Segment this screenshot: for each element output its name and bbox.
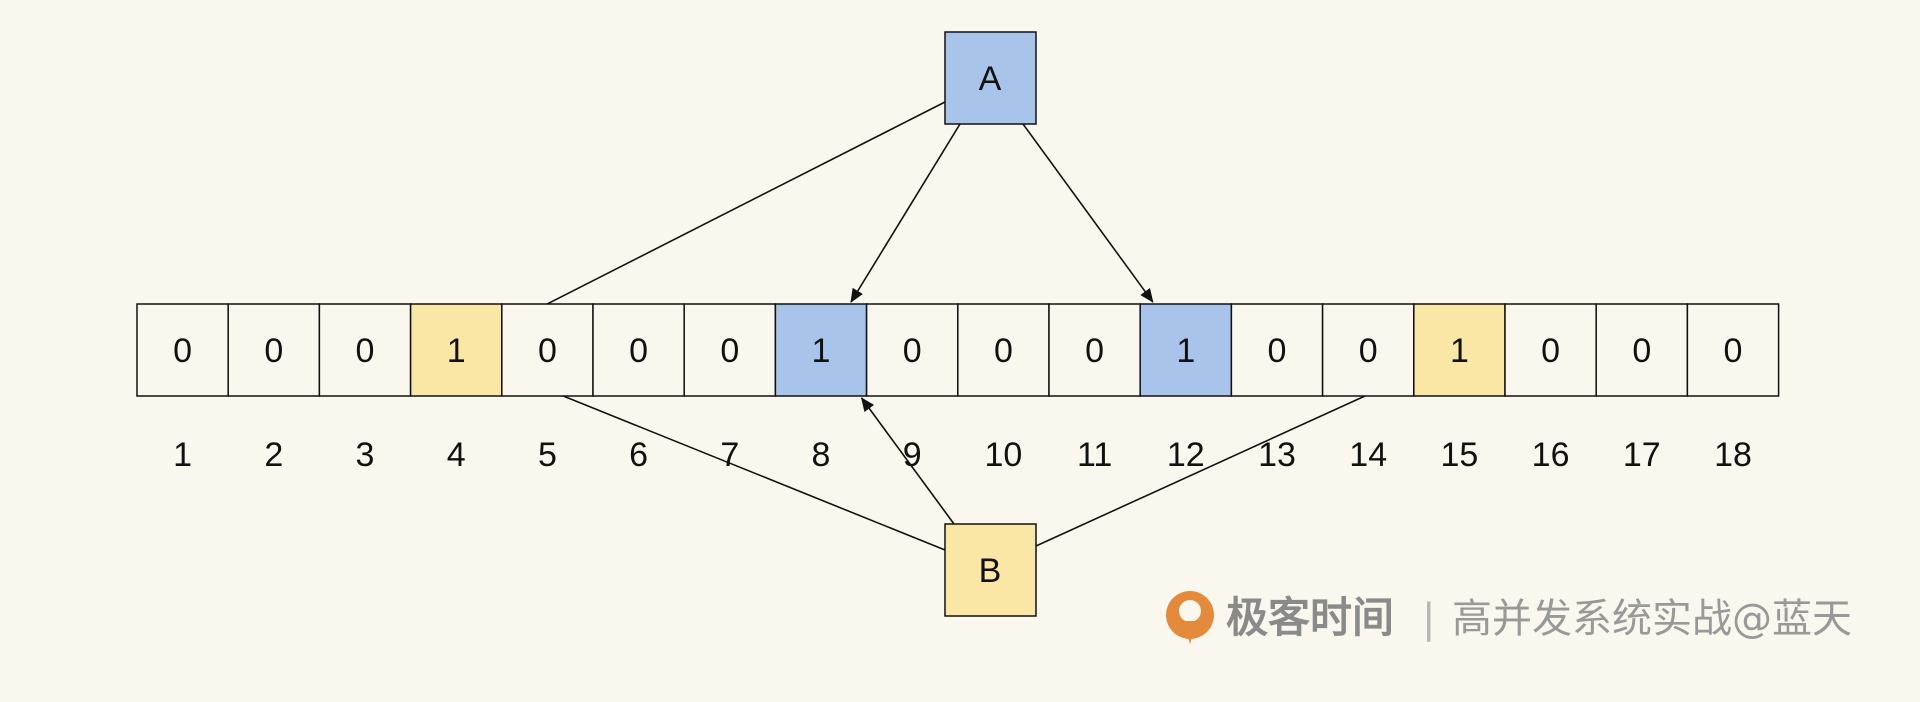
bit-index-label: 13 — [1258, 436, 1296, 474]
bit-cell: 0 — [501, 303, 594, 397]
bit-cell: 1 — [774, 303, 868, 397]
bit-cell: 0 — [1321, 303, 1415, 397]
bit-cell: 0 — [318, 303, 412, 397]
bit-index-label: 6 — [629, 436, 648, 474]
node-b: B — [944, 523, 1037, 617]
bit-index-label: 5 — [538, 436, 557, 474]
arrow-layer — [502, 101, 1417, 551]
bit-cell-box — [136, 303, 229, 397]
node-a-label: A — [979, 60, 1002, 98]
bit-cell: 0 — [1504, 303, 1597, 397]
bit-cell: 0 — [1230, 303, 1324, 397]
bit-cell-box — [1139, 303, 1233, 397]
bit-cell: 0 — [1686, 303, 1780, 397]
bit-cell: 0 — [865, 303, 959, 397]
bit-index-label: 15 — [1440, 436, 1478, 474]
arrow-b-to-15 — [1035, 372, 1417, 547]
bit-index-label: 4 — [447, 436, 466, 474]
bit-value: 0 — [903, 332, 922, 370]
bit-value: 0 — [1359, 332, 1378, 370]
bit-index-label: 8 — [812, 436, 831, 474]
bit-index-label: 17 — [1623, 436, 1661, 474]
bit-cell-box — [774, 303, 868, 397]
bit-index-label: 12 — [1167, 436, 1205, 474]
watermark-brand: 极客时间 — [1226, 593, 1394, 642]
bit-value: 0 — [356, 332, 375, 370]
arrow-b-to-8 — [860, 397, 955, 525]
bit-value: 0 — [629, 332, 648, 370]
bit-value: 1 — [1450, 332, 1469, 370]
arrow-a-to-8 — [850, 123, 961, 303]
bit-array: 0 0 0 1 0 0 0 1 0 0 0 1 0 0 1 0 0 0 — [136, 303, 1780, 397]
bit-value: 0 — [1541, 332, 1560, 370]
arrow-a-to-4 — [502, 101, 946, 327]
node-b-box — [944, 523, 1037, 617]
bit-value: 0 — [1268, 332, 1287, 370]
bit-value: 0 — [1085, 332, 1104, 370]
arrow-b-to-4 — [502, 371, 946, 551]
bit-cell: 0 — [592, 303, 685, 397]
bit-cell: 0 — [957, 303, 1050, 397]
bit-cell: 0 — [136, 303, 229, 397]
node-a: A — [944, 31, 1037, 125]
bit-index-label: 7 — [720, 436, 739, 474]
bit-index-label: 9 — [903, 436, 922, 474]
bit-cell-box — [865, 303, 959, 397]
bit-value: 0 — [264, 332, 283, 370]
bit-value: 0 — [538, 332, 557, 370]
geektime-logo-icon — [1166, 591, 1214, 644]
bit-cell: 0 — [1048, 303, 1141, 397]
bit-index-label: 14 — [1349, 436, 1387, 474]
bit-cell-box — [957, 303, 1050, 397]
bit-cell-box — [592, 303, 685, 397]
bit-value: 0 — [1724, 332, 1743, 370]
bit-cell-box — [501, 303, 594, 397]
bit-value: 1 — [447, 332, 466, 370]
node-a-box — [944, 31, 1037, 125]
bit-cell-box — [1048, 303, 1141, 397]
bit-cell-box — [1595, 303, 1689, 397]
watermark: 极客时间 | 高并发系统实战@蓝天 — [1166, 591, 1852, 644]
bit-cell-box — [1686, 303, 1780, 397]
bit-index-label: 18 — [1714, 436, 1752, 474]
bit-index-label: 3 — [356, 436, 375, 474]
bit-cell: 0 — [227, 303, 321, 397]
bit-index-label: 16 — [1532, 436, 1570, 474]
bit-cell: 0 — [1595, 303, 1689, 397]
bit-value: 1 — [1176, 332, 1195, 370]
bit-value: 0 — [720, 332, 739, 370]
bit-cell-box — [409, 303, 503, 397]
watermark-title: 高并发系统实战@蓝天 — [1452, 596, 1852, 642]
bit-index-label: 1 — [173, 436, 192, 474]
bit-cell: 1 — [1139, 303, 1233, 397]
bit-value: 1 — [812, 332, 831, 370]
bit-value: 0 — [1632, 332, 1651, 370]
bit-cell: 1 — [409, 303, 503, 397]
bit-cell-box — [1321, 303, 1415, 397]
bit-cell-box — [683, 303, 777, 397]
bit-index-label: 10 — [984, 436, 1022, 474]
node-b-label: B — [979, 552, 1002, 590]
bit-index-label: 2 — [264, 436, 283, 474]
arrow-a-to-12 — [1022, 123, 1154, 303]
bit-value: 0 — [173, 332, 192, 370]
bit-value: 0 — [994, 332, 1013, 370]
bit-cell-box — [1230, 303, 1324, 397]
bit-index-label: 11 — [1077, 436, 1112, 474]
bit-cell: 1 — [1413, 303, 1506, 397]
watermark-separator: | — [1422, 596, 1435, 642]
bit-cell: 0 — [683, 303, 777, 397]
